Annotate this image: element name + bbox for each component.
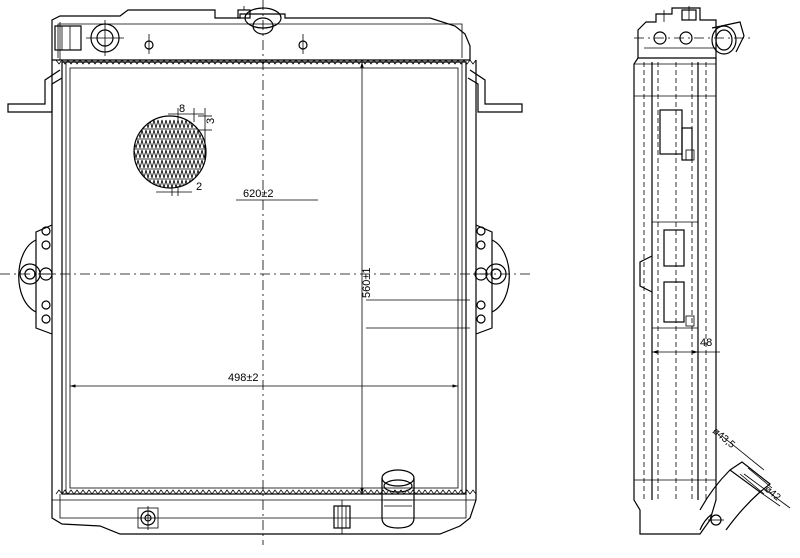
side-view: 48 ø43,5 ø42 [633, 6, 791, 535]
fin-wave [134, 139, 206, 149]
dim-560: 560±1 [360, 61, 470, 494]
outlet-pipe [381, 469, 415, 529]
dim-498: 498±2 [70, 372, 458, 388]
dim-core-depth: 48 [700, 337, 712, 349]
dim-48: 48 [652, 337, 720, 354]
front-view: 8 3 2 620±2 560±1 498±2 [0, 0, 530, 545]
left-side-mount [18, 224, 54, 335]
fin-wave [134, 169, 206, 179]
drain-plug [137, 506, 159, 530]
fin-wave [134, 119, 206, 129]
fin-wave [134, 159, 206, 169]
side-brackets [639, 109, 695, 327]
fin-detail-circle: 8 3 2 [133, 103, 217, 196]
left-mounting-bracket [7, 69, 63, 113]
radiator-core [51, 60, 477, 500]
serration-teeth [55, 59, 477, 65]
right-mounting-bracket [467, 69, 523, 113]
side-core [633, 57, 717, 535]
dim-fin-gap: 2 [196, 181, 202, 193]
top-tank [51, 9, 471, 61]
dim-core-height: 560±1 [361, 267, 373, 298]
dim-core-width: 498±2 [228, 372, 259, 384]
right-side-mount [473, 224, 510, 335]
inlet-pipe [54, 20, 124, 56]
dim-outlet-diameter: ø43,5 [710, 426, 737, 451]
fin-wave [134, 129, 206, 139]
fin-wave [134, 149, 206, 159]
filler-neck [237, 6, 282, 35]
dim-tube-pitch: 3 [205, 118, 217, 124]
side-outlet-elbow: ø43,5 ø42 [699, 426, 791, 531]
dim-620: 620±2 [236, 188, 318, 201]
top-tank-bolts [144, 34, 308, 54]
bottom-bracket [333, 500, 351, 534]
side-top-tank [637, 6, 745, 59]
bottom-tank [51, 494, 477, 535]
top-header-serration [55, 59, 477, 65]
dim-fin-pitch: 8 [179, 103, 185, 115]
dim-overall-width: 620±2 [243, 188, 274, 200]
